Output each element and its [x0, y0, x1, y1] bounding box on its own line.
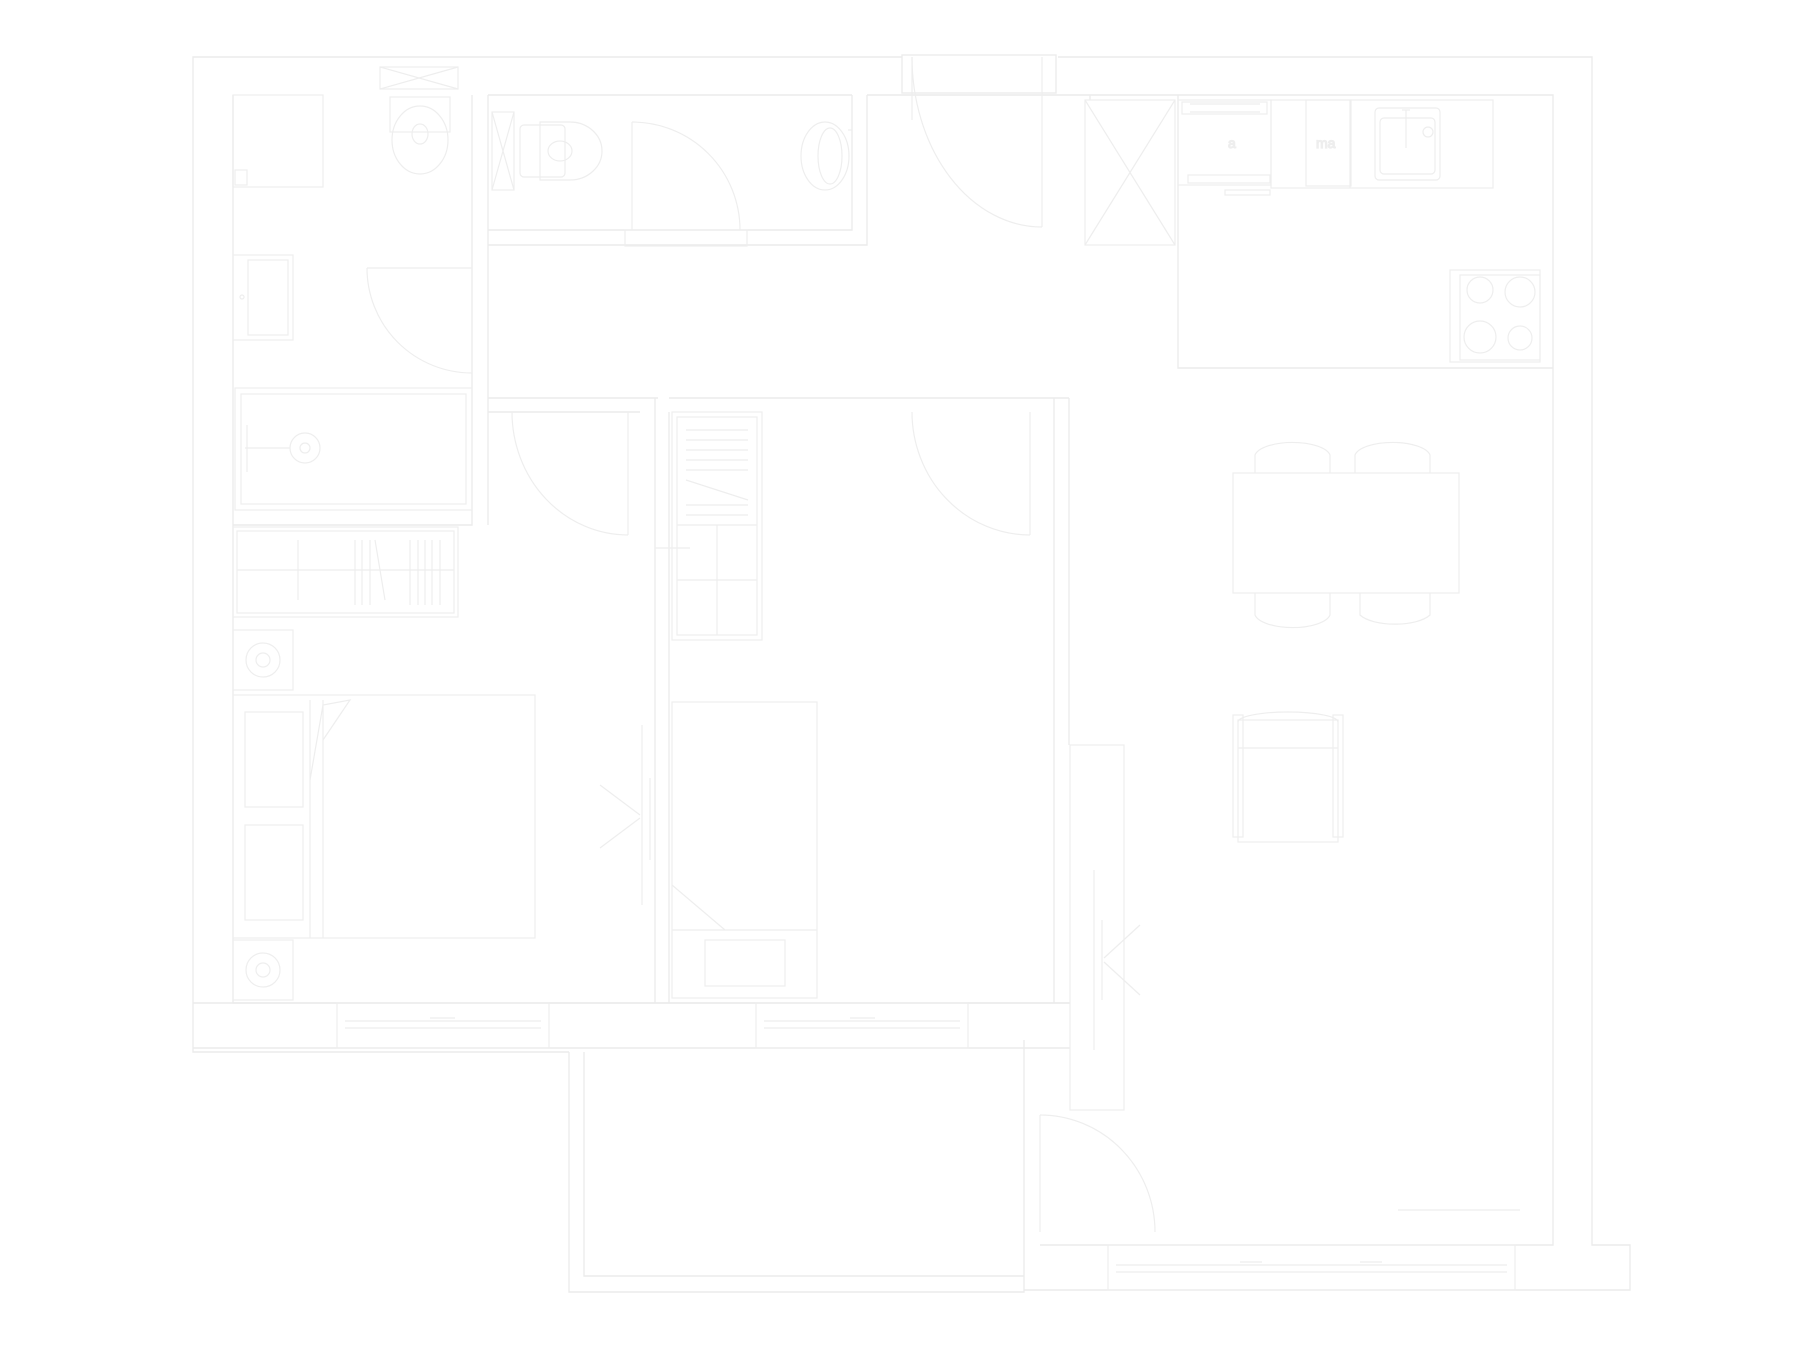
toilet-wc-icon [519, 121, 603, 181]
windows [336, 66, 1516, 1291]
wardrobe-room-door-icon [911, 411, 1031, 536]
corridor-fixtures [232, 411, 763, 641]
sliding-door-living-icon [1069, 744, 1141, 1111]
interior-walls [193, 94, 1553, 1049]
outer-walls [192, 54, 1631, 1293]
washbasin-bathroom-icon [232, 254, 294, 341]
desk-wardrobe-icon [671, 701, 818, 999]
threshold-wc [624, 229, 748, 247]
shower-cabinet-icon [232, 94, 324, 188]
bedroom-fixtures [232, 629, 818, 1001]
kitchen-fixtures: a ma [1084, 99, 1541, 363]
window-bedroom-left [336, 1002, 550, 1049]
shelving-unit-icon [671, 411, 763, 641]
sliding-door-bedroom-icon [599, 725, 651, 905]
built-in-wardrobe-entrance-icon [1084, 99, 1176, 246]
kitchen-sink-icon [1374, 107, 1441, 181]
entrance-door-icon [911, 56, 1043, 228]
washing-machine-icon [491, 111, 515, 191]
armchair-icon [1232, 711, 1344, 843]
washbasin-wc-icon [800, 121, 852, 191]
window-living [1107, 1244, 1516, 1291]
window-bedroom-right [755, 1002, 969, 1049]
sink-unit-label: ma [1316, 135, 1336, 151]
nightstand-lamp-bottom-icon [232, 939, 294, 1001]
bathroom-door-icon [366, 267, 473, 374]
fridge-label: a [1228, 135, 1236, 151]
bedroom-door-icon [511, 411, 629, 536]
double-bed-icon [232, 694, 536, 939]
window-bathroom-vent [379, 66, 459, 90]
doors [366, 56, 1156, 1233]
cooktop-icon [1449, 269, 1541, 363]
balcony-door-icon [1039, 1114, 1156, 1233]
living-fixtures [1232, 441, 1520, 1211]
wc-door-icon [631, 121, 741, 231]
dining-table-icon [1232, 472, 1460, 594]
dining-chair-icon [1254, 441, 1431, 629]
kitchen-counter-icon: ma [1270, 99, 1494, 189]
toilet-bathroom-icon [389, 96, 451, 175]
bathroom-fixtures [232, 94, 852, 511]
fridge-icon: a [1177, 99, 1272, 196]
wardrobe-corridor-icon [232, 526, 459, 618]
nightstand-lamp-top-icon [232, 629, 294, 691]
bathtub-icon [234, 387, 473, 511]
